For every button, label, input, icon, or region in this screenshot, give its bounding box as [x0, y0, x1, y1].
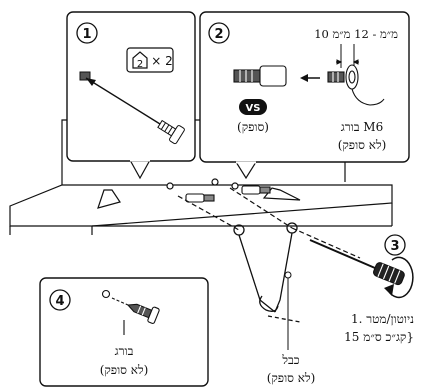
panel1-insertion	[79, 71, 185, 145]
cable-label: כבל	[281, 353, 299, 367]
panel2-box	[199, 11, 410, 163]
screw-type-icon: 2 × 2	[126, 47, 174, 73]
bolt-icon	[157, 119, 185, 145]
vs-badge-label: VS	[246, 103, 261, 114]
wood-screw-icon	[101, 289, 160, 335]
step3-bolts	[185, 185, 271, 203]
belt-lines	[177, 187, 361, 259]
step2-number: 2	[214, 27, 223, 42]
panel4-screw-note: (לא סופק)	[100, 363, 149, 377]
vs-badge: VS	[239, 99, 267, 115]
step1-number: 1	[82, 27, 91, 42]
panel4-screw-label: בורג	[115, 344, 134, 358]
spacer-bolt-icon	[233, 65, 287, 87]
arrow-left-icon	[300, 74, 320, 82]
table-illustration	[9, 184, 393, 235]
screw-quantity: × 2	[151, 54, 173, 68]
m6-screw-label: בורג M6	[341, 120, 383, 134]
supplied-label: (סופק)	[237, 120, 269, 134]
dimension-label: 10 מ״מ - 12 מ״מ	[314, 27, 398, 41]
strength-line2: 15 קג״כ ס״מ}	[344, 330, 414, 344]
rotation-arrow-icon	[387, 256, 414, 299]
safety-cable	[233, 222, 301, 323]
step2-badge	[208, 22, 230, 44]
screwdriver-icon	[309, 239, 405, 286]
rotation-arrowhead-icon	[384, 284, 394, 296]
m6-screw-note: (לא סופק)	[338, 138, 387, 152]
strength-line1: 1. ניוטון/מטר	[351, 312, 414, 326]
panel1-callout-pointer	[128, 159, 152, 180]
step3-number: 3	[390, 239, 399, 254]
step3-badge	[384, 234, 406, 256]
step4-number: 4	[55, 294, 64, 309]
dimension-marker	[336, 44, 359, 68]
cable-note: (לא סופק)	[267, 371, 316, 385]
step1-badge	[76, 22, 98, 44]
step4-badge	[49, 289, 71, 311]
m6-screw-with-bracket-icon	[327, 64, 385, 106]
screw-type-number: 2	[137, 59, 143, 70]
panel2-callout-pointer	[234, 161, 258, 180]
cable-leader-dot	[284, 271, 292, 279]
